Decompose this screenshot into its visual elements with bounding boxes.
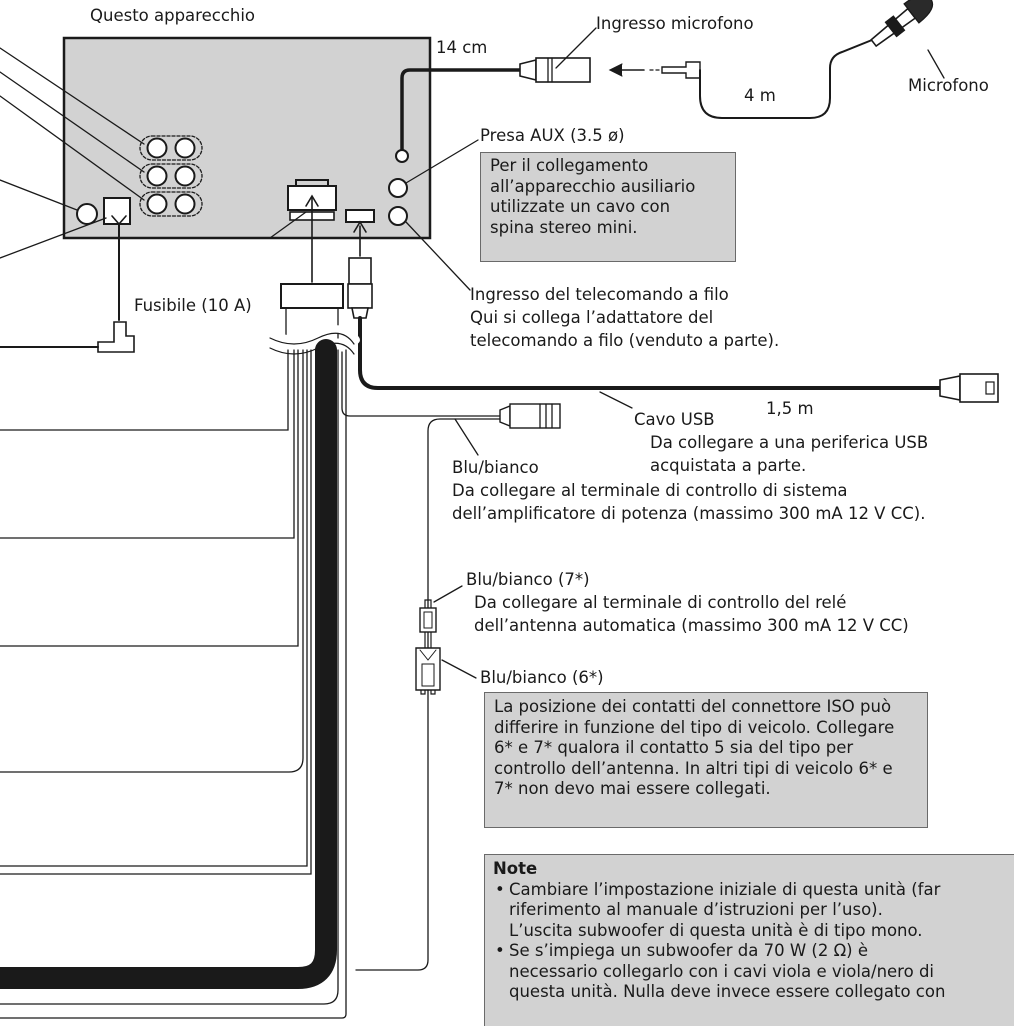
microphone-icon (870, 0, 934, 48)
bw7-desc-2: dell’antenna automatica (massimo 300 mA … (474, 616, 909, 635)
aux-info-line: utilizzate un cavo con (490, 197, 671, 216)
usb-length-label: 1,5 m (766, 399, 814, 418)
length-14cm-label: 14 cm (436, 38, 488, 57)
aux-jack-port (388, 178, 408, 198)
rca-jacks (139, 135, 203, 217)
note-bullet-1: Cambiare l’impostazione iniziale di ques… (493, 880, 1006, 901)
note-bullet-2-line-2: necessario collegarlo con i cavi viola e… (509, 961, 935, 981)
bw-connector (499, 404, 511, 428)
usb-cable-desc-1: Da collegare a una periferica USB (650, 433, 929, 452)
aux-info-box: Per il collegamento all’apparecchio ausi… (480, 152, 736, 262)
usb-cable-desc-2: acquistata a parte. (650, 456, 807, 475)
aux-info-line: all’apparecchio ausiliario (490, 176, 696, 196)
notes-box: Note Cambiare l’impostazione iniziale di… (484, 854, 1014, 1026)
note-bullet-2: Se s’impiega un subwoofer da 70 W (2 Ω) … (493, 941, 1006, 962)
main-wire-bundle (0, 339, 337, 989)
usb-extension-end (959, 373, 999, 403)
bw7-title: Blu/bianco (7*) (466, 570, 590, 589)
aux-info-line: Per il collegamento (490, 156, 649, 175)
usb-cable-title: Cavo USB (634, 410, 715, 429)
note-bullet-1-line-3: L’uscita subwoofer di questa unità è di … (509, 920, 923, 940)
aux-info-line: spina stereo mini. (490, 217, 638, 237)
iso-info-line: 7* non devo mai essere collegati. (494, 779, 771, 798)
fuse-label: Fusibile (10 A) (134, 296, 252, 315)
aux-jack-label: Presa AUX (3.5 ø) (480, 126, 625, 145)
usb-port (345, 209, 375, 223)
remote-input-title: Ingresso del telecomando a filo (470, 285, 729, 304)
remote-input-port (388, 206, 408, 226)
antenna-connector (103, 197, 131, 225)
mic-plug (661, 61, 701, 79)
antenna-plug (97, 321, 135, 353)
notes-title: Note (493, 859, 538, 878)
mic-input-connector (535, 57, 591, 83)
iso-info-box: La posizione dei contatti del connettore… (484, 692, 928, 828)
main-harness-connector (280, 283, 344, 309)
bw-desc-2: dell’amplificatore di potenza (massimo 3… (452, 504, 926, 523)
remote-input-desc-1: Qui si collega l’adattatore del (470, 308, 714, 327)
iso-info-line: differire in funzione del tipo di veicol… (494, 717, 895, 737)
bw-title: Blu/bianco (452, 458, 539, 477)
mic-input-label: Ingresso microfono (596, 14, 754, 33)
device-label: Questo apparecchio (90, 6, 256, 25)
antenna-jack (76, 203, 98, 225)
bw-desc-1: Da collegare al terminale di controllo d… (452, 481, 848, 500)
iso-info-line: controllo dell’antenna. In altri tipi di… (494, 758, 893, 778)
usb-plug (348, 257, 372, 285)
length-4m-label: 4 m (744, 86, 776, 105)
iso-info-line: 6* e 7* qualora il contatto 5 sia del ti… (494, 738, 854, 757)
note-bullet-2-line-3: questa unità. Nulla deve invece essere c… (509, 982, 946, 1001)
bw7-desc-1: Da collegare al terminale di controllo d… (474, 593, 847, 612)
iso-info-line: La posizione dei contatti del connettore… (494, 697, 892, 716)
note-bullet-1-line-2: riferimento al manuale d’istruzioni per … (509, 900, 883, 919)
microphone-label: Microfono (908, 76, 989, 95)
remote-input-desc-2: telecomando a filo (venduto a parte). (470, 331, 780, 350)
bw6-title: Blu/bianco (6*) (480, 668, 604, 687)
bw6-connector (415, 647, 441, 691)
